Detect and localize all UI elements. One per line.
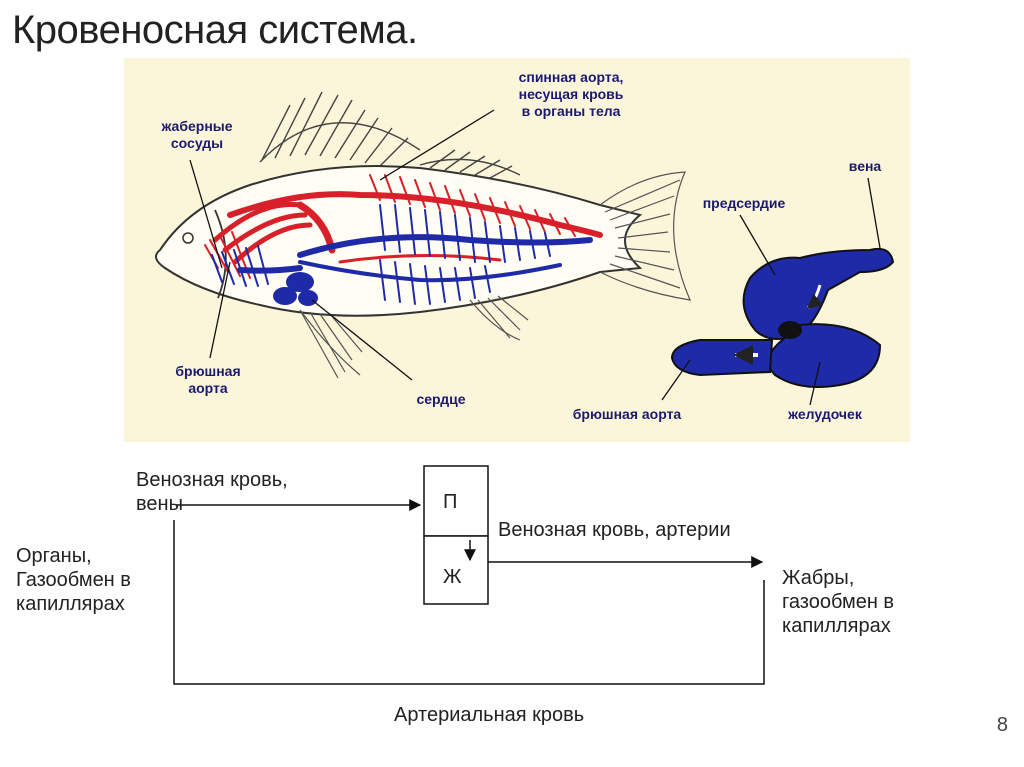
label-gill-vessels: жаберные сосуды: [161, 118, 233, 151]
label-vein: вена: [848, 158, 882, 174]
label-ventricle: желудочек: [788, 406, 862, 422]
scheme-diagram: [173, 465, 765, 685]
page-number: 8: [996, 714, 1008, 736]
venous-vessels: [211, 204, 593, 305]
scheme-atrium-box: П: [443, 491, 458, 513]
scheme-organs: Органы, Газообмен в капиллярах: [16, 545, 131, 615]
lower-fins: [299, 295, 529, 379]
scheme-ventricle-box: Ж: [443, 566, 462, 588]
heart-illustration: [670, 247, 895, 388]
label-ventral-aorta: брюшная аорта: [572, 406, 682, 422]
dorsal-fin: [259, 91, 521, 179]
leader-lines: [189, 109, 881, 406]
label-ventral-aorta-fish: брюшная аорта: [175, 363, 241, 396]
label-heart: сердце: [416, 391, 466, 407]
slide-title: Кровеносная система.: [12, 8, 418, 52]
label-dorsal-aorta: спинная аорта, несущая кровь в органы те…: [518, 69, 624, 119]
label-atrium: предсердие: [702, 195, 786, 211]
arterial-vessels: [204, 174, 603, 279]
fish-heart: [273, 272, 318, 306]
scheme-venous-veins: Венозная кровь, вены: [136, 469, 288, 515]
scheme-venous-arteries: Венозная кровь, артерии: [498, 519, 731, 541]
tail-fin: [599, 171, 691, 301]
scheme-arterial: Артериальная кровь: [394, 704, 585, 726]
scheme-gills: Жабры, газообмен в капиллярах: [782, 567, 895, 637]
